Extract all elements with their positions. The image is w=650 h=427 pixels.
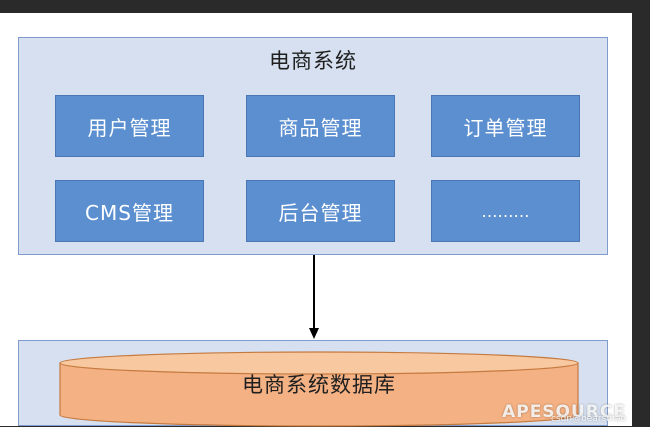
diagram-canvas: 电商系统 用户管理 商品管理 订单管理 CMS管理 后台管理 ……… 电商系统数… [0,13,632,427]
ecommerce-system-container: 电商系统 用户管理 商品管理 订单管理 CMS管理 后台管理 ……… [18,37,608,255]
watermark-brand: APESOURCE [502,402,626,422]
arrow-head [309,328,319,339]
database-cylinder [59,351,579,427]
module-product-management: 商品管理 [246,95,395,157]
system-title: 电商系统 [269,49,357,73]
connector-arrow [309,255,319,339]
watermark: APESOURCE csdn@bearsmao [502,404,626,424]
database-label: 电商系统数据库 [242,373,396,397]
watermark-sub: csdn@bearsmao [551,414,626,424]
module-backend-management: 后台管理 [246,180,395,242]
module-user-management: 用户管理 [55,95,204,157]
cylinder-top [59,351,579,375]
module-cms-management: CMS管理 [55,180,204,242]
module-ellipsis: ……… [431,180,580,242]
module-order-management: 订单管理 [431,95,580,157]
database-container: 电商系统数据库 [18,340,608,427]
